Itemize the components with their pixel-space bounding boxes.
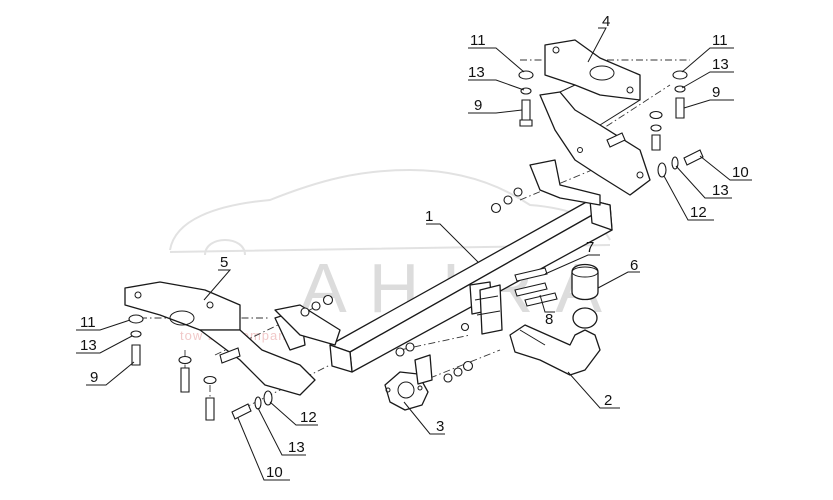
callout-11-left: 11 xyxy=(80,314,96,331)
socket-plate xyxy=(384,354,433,411)
callout-13-upper-left: 13 xyxy=(468,64,485,81)
callout-7: 7 xyxy=(586,239,594,256)
right-mounting-bracket xyxy=(539,39,651,196)
callout-9-upper-left: 9 xyxy=(474,97,482,114)
callout-6: 6 xyxy=(630,257,638,274)
callout-13-left: 13 xyxy=(80,337,97,354)
leader-lines xyxy=(76,27,752,481)
callout-11-upper-right: 11 xyxy=(712,32,728,49)
callout-8: 8 xyxy=(545,311,553,328)
callout-12-right: 12 xyxy=(690,204,707,221)
callout-11-upper-left: 11 xyxy=(470,32,486,49)
callout-5: 5 xyxy=(220,254,228,271)
callout-10-left-lower: 10 xyxy=(266,464,283,481)
callout-9-upper-right: 9 xyxy=(712,84,720,101)
watermark-car-outline xyxy=(169,168,611,256)
ball-mount-bolts xyxy=(514,267,558,307)
callout-4: 4 xyxy=(602,13,610,30)
callout-13-right: 13 xyxy=(712,182,729,199)
callout-13-left-lower: 13 xyxy=(288,439,305,456)
tow-ball-neck xyxy=(509,307,601,376)
callout-13-upper-right: 13 xyxy=(712,56,729,73)
fasteners xyxy=(128,70,704,421)
callout-12-left: 12 xyxy=(300,409,317,426)
tow-ball-cap xyxy=(571,263,599,301)
cross-beam xyxy=(274,159,613,373)
callout-2: 2 xyxy=(604,392,612,409)
callout-labels: 1 2 3 4 5 6 7 8 11 13 9 11 13 9 10 13 12… xyxy=(80,13,749,481)
left-mounting-bracket xyxy=(124,281,316,396)
callout-1: 1 xyxy=(425,208,433,225)
callout-9-left: 9 xyxy=(90,369,98,386)
callout-3: 3 xyxy=(436,418,444,435)
callout-10-right: 10 xyxy=(732,164,749,181)
